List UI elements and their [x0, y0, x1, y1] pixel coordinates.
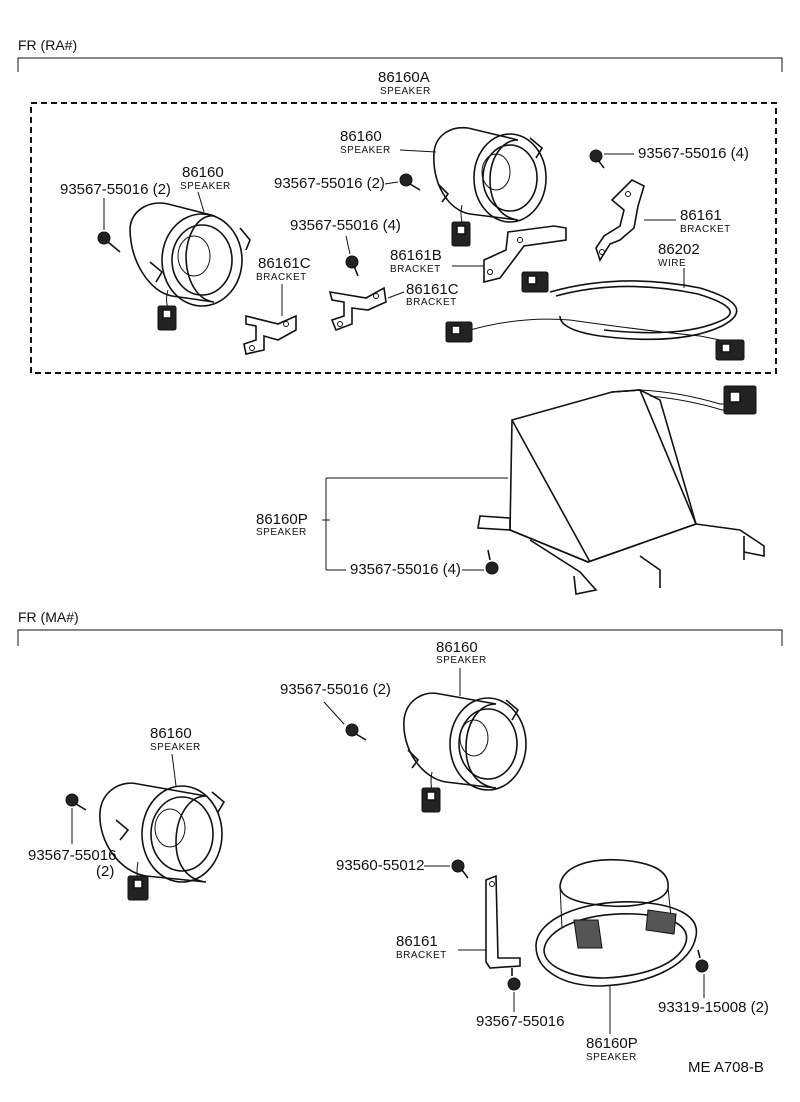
ra-screw-mid-label: 93567-55016 (2): [274, 175, 385, 192]
ma-speaker-center-name: SPEAKER: [436, 655, 487, 666]
screw-93319-ma: [695, 949, 709, 973]
leader-ma-speaker-left: [171, 753, 177, 787]
assembly-part-name: SPEAKER: [380, 86, 431, 97]
bracket-86161b: [483, 225, 567, 284]
ra-wire-number: 86202: [658, 241, 700, 258]
ra-box-number: 86160P: [256, 511, 308, 528]
screw-right-ra: [589, 149, 605, 169]
leader-ra-speaker-left: [197, 191, 205, 213]
ra-speaker-left-number: 86160: [182, 164, 224, 181]
bracket-86161c-mid: [328, 286, 387, 332]
ra-screw-right-label: 93567-55016 (4): [638, 145, 749, 162]
leader-ra-speaker-center: [399, 149, 437, 153]
assembly-part-number: 86160A: [378, 69, 430, 86]
ma-bracket-number: 86161: [396, 933, 438, 950]
ra-wire-name: WIRE: [658, 258, 686, 269]
leader-ma-screw-top: [323, 701, 345, 725]
ra-screw-left-label: 93567-55016 (2): [60, 181, 171, 198]
ra-box-screw-label: 93567-55016 (4): [350, 561, 461, 578]
ra-bracket-c1-name: BRACKET: [256, 272, 307, 283]
ra-speaker-center-name: SPEAKER: [340, 145, 391, 156]
ma-screw-left-label-a: 93567-55016: [28, 847, 116, 864]
speaker-box-86160p: [477, 385, 765, 595]
ma-screw-93319-label: 93319-15008 (2): [658, 999, 769, 1016]
speaker-round-left-ma: [99, 782, 226, 901]
screw-left-ra: [97, 231, 121, 253]
leader-ra-screw-mid: [384, 181, 399, 185]
section-bracket-ra: [17, 57, 783, 72]
wire-harness-86202: [445, 271, 745, 361]
ra-speaker-center-number: 86160: [340, 128, 382, 145]
speaker-round-left-ra: [129, 202, 251, 331]
ra-bracket-r-name: BRACKET: [680, 224, 731, 235]
section-title-ra: FR (RA#): [18, 37, 77, 53]
ra-bracket-b-name: BRACKET: [390, 264, 441, 275]
leader-ra-bracket-c2: [387, 291, 405, 299]
bracket-86161-right: [595, 179, 645, 262]
ma-speaker-center-number: 86160: [436, 639, 478, 656]
section-bracket-ma: [17, 629, 783, 646]
ma-speaker-left-number: 86160: [150, 725, 192, 742]
diagram-code: ME A708-B: [688, 1059, 764, 1076]
screw-left-ma: [65, 793, 87, 811]
ra-box-name: SPEAKER: [256, 527, 307, 538]
speaker-oval-86160p: [535, 858, 698, 987]
ra-bracket-c2-number: 86161C: [406, 281, 459, 298]
ra-bracket-c2-name: BRACKET: [406, 297, 457, 308]
ma-screw-93560-label: 93560-55012: [336, 857, 424, 874]
screw-93560-ma: [451, 859, 469, 879]
ma-screw-top-label: 93567-55016 (2): [280, 681, 391, 698]
assembly-dashed-frame: [30, 102, 777, 374]
screw-box-ra: [485, 549, 499, 575]
ra-bracket-b-number: 86161B: [390, 247, 442, 264]
ma-screw-left-label-b: (2): [96, 863, 114, 880]
ra-bracket-r-number: 86161: [680, 207, 722, 224]
screw-mid-ra: [399, 173, 421, 191]
screw-top-ma: [345, 723, 367, 741]
bracket-86161-ma: [485, 874, 521, 969]
ma-oval-number: 86160P: [586, 1035, 638, 1052]
screw-center-ra: [345, 255, 359, 277]
ma-speaker-left-name: SPEAKER: [150, 742, 201, 753]
ma-bracket-name: BRACKET: [396, 950, 447, 961]
speaker-round-center-ra: [433, 126, 547, 247]
ra-screw-center-label: 93567-55016 (4): [290, 217, 401, 234]
section-title-ma: FR (MA#): [18, 609, 79, 625]
screw-bottom-ma: [507, 968, 521, 991]
ra-speaker-left-name: SPEAKER: [180, 181, 231, 192]
leader-ra-box: [322, 477, 508, 571]
bracket-86161c-left: [243, 314, 297, 355]
ra-bracket-c1-number: 86161C: [258, 255, 311, 272]
leader-ra-screw-center: [345, 235, 351, 255]
speaker-round-center-ma: [403, 692, 527, 813]
ma-oval-name: SPEAKER: [586, 1052, 637, 1063]
ma-screw-bottom-label: 93567-55016: [476, 1013, 564, 1030]
